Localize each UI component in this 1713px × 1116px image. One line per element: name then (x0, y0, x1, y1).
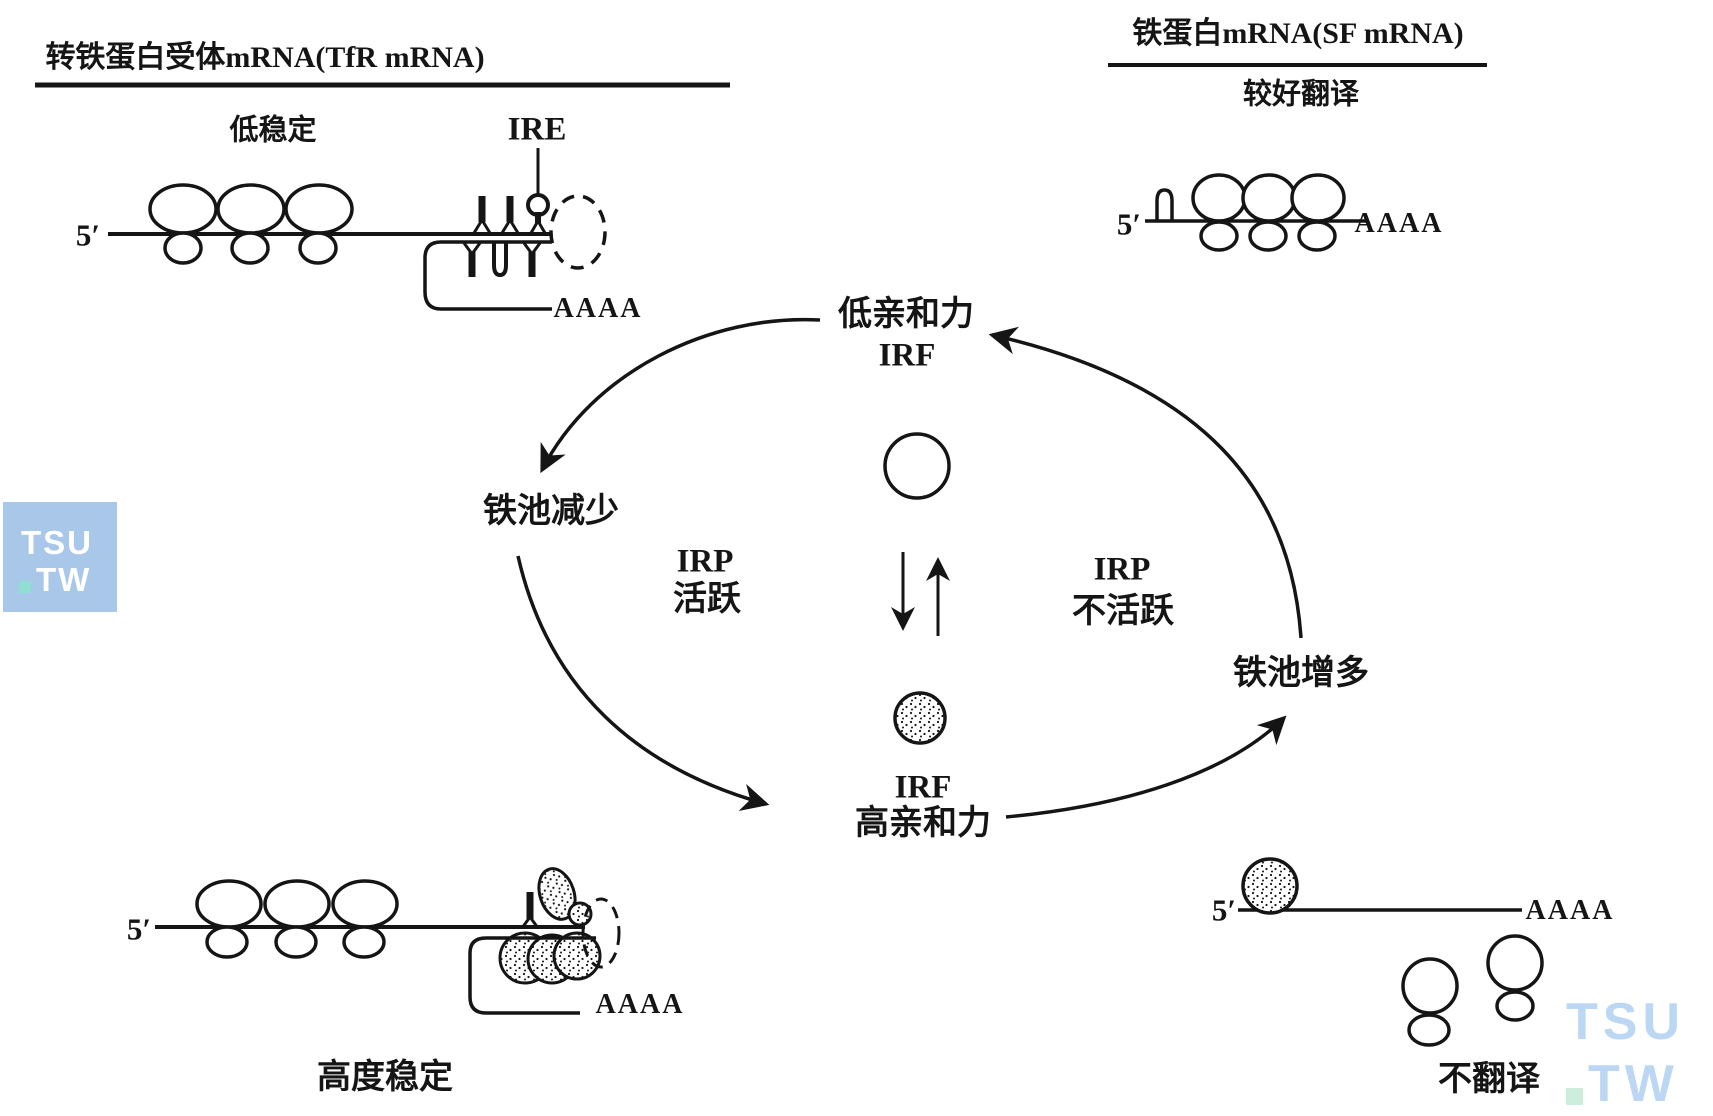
low-affinity-label: 低亲和力 (838, 296, 974, 333)
ribosome-large (195, 879, 263, 929)
ribosome-large (284, 183, 354, 235)
sf-poly-a-label: AAAA (1354, 208, 1444, 239)
arrow-lowaffinity-to-ironpool-decrease (540, 317, 821, 474)
tfr-ribosomes (148, 183, 354, 265)
arrow-ironpool-increase-to-low-affinity (988, 326, 1303, 639)
ribosome-small (163, 231, 203, 265)
stable-poly-a-label: AAAA (595, 989, 685, 1020)
watermark-dot: . (19, 580, 31, 593)
watermark-dot: . (1566, 1087, 1583, 1105)
high-affinity-label: 高亲和力 (855, 805, 991, 842)
stable-caption: 高度稳定 (317, 1059, 453, 1096)
iron-bound-irf-circle (893, 691, 947, 745)
stable-ribosomes (195, 879, 399, 959)
ribosome-small (298, 231, 338, 265)
untranslated-caption: 不翻译 (1438, 1061, 1540, 1098)
ire-label: IRE (507, 111, 567, 148)
ribosome-small (342, 925, 386, 959)
tfr-poly-a-label: AAAA (553, 293, 643, 324)
ribosome-large (216, 183, 286, 235)
sf-ribosomes (1191, 173, 1346, 252)
ribosome-large (1290, 173, 1346, 223)
irf-protein-blob (567, 901, 593, 927)
arrow-ironpool-decrease-to-high-affinity (516, 555, 770, 811)
ribosome-small (1199, 220, 1239, 252)
small-hairpin (1155, 188, 1174, 221)
ribosome-large (1486, 934, 1544, 992)
irf-bottom-label: IRF (894, 769, 952, 806)
untranslated-mrna-structure (1238, 857, 1544, 1047)
watermark-text: TW (1588, 1055, 1679, 1113)
sf-mrna-structure (1108, 63, 1487, 252)
tfr-stability-label: 低稳定 (229, 114, 317, 147)
untranslated-poly-a-label: AAAA (1525, 895, 1615, 926)
iron-pool-increase-label: 铁池增多 (1233, 655, 1369, 692)
ribosome-small (274, 925, 318, 959)
apo-irf-circle (883, 432, 951, 500)
tsu-tw-watermark-corner: TSU . TW (1566, 996, 1685, 1110)
tfr-mrna-structure (35, 82, 730, 311)
arrow-high-affinity-to-ironpool-increase (1005, 715, 1287, 819)
ribosome-large (331, 879, 399, 929)
sf-title: 铁蛋白mRNA(SF mRNA) (1132, 17, 1464, 50)
ribosome-large (148, 183, 218, 235)
irp-active-label-line1: IRP (676, 543, 734, 580)
dashed-ellipse (549, 194, 607, 270)
ribosome-large (1241, 173, 1297, 223)
ribosome-small (205, 925, 249, 959)
irf-blocking-circle (1241, 857, 1299, 915)
sf-translation-label: 较好翻译 (1242, 78, 1360, 111)
cycle-arrows (516, 317, 1303, 819)
stable-mrna-structure (155, 867, 621, 1015)
irf-protein-blob (537, 867, 577, 921)
stem-remnant (520, 892, 540, 929)
stem-loops-below (462, 242, 542, 278)
ribosome-small (1248, 220, 1288, 252)
ribosome-large (263, 879, 331, 929)
ribosome-small (230, 231, 270, 265)
stem-loops-above (472, 196, 547, 234)
untranslated-five-prime-label: 5′ (1211, 892, 1237, 928)
ribosome-small (1495, 990, 1535, 1022)
irp-inactive-label-line1: IRP (1093, 551, 1151, 588)
irf-top-label: IRF (878, 337, 936, 374)
ribosome-large (1401, 957, 1459, 1015)
stable-five-prime-label: 5′ (126, 911, 152, 947)
watermark-text: TSU (1566, 993, 1685, 1051)
ribosome-small (1407, 1013, 1451, 1047)
tsu-tw-watermark-badge: TSU . TW (3, 502, 117, 612)
tfr-five-prime-label: 5′ (75, 217, 101, 253)
dashed-ellipse (581, 897, 621, 969)
iron-pool-decrease-label: 铁池减少 (483, 493, 619, 530)
irp-inactive-label-line2: 不活跃 (1072, 593, 1174, 630)
watermark-text: TSU (21, 524, 93, 561)
tfr-foldback-loop (423, 240, 552, 311)
tfr-title: 转铁蛋白受体mRNA(TfR mRNA) (45, 41, 485, 74)
stable-foldback-loop (468, 936, 596, 1015)
irf-protein-blob (552, 931, 602, 981)
bound-irf-proteins (498, 867, 602, 985)
ribosome-small (1297, 220, 1337, 252)
free-ribosomes (1401, 934, 1544, 1047)
ribosome-large (1191, 173, 1247, 223)
watermark-text: TW (36, 561, 92, 598)
irp-active-label-line2: 活跃 (673, 581, 741, 618)
sf-five-prime-label: 5′ (1116, 206, 1142, 242)
